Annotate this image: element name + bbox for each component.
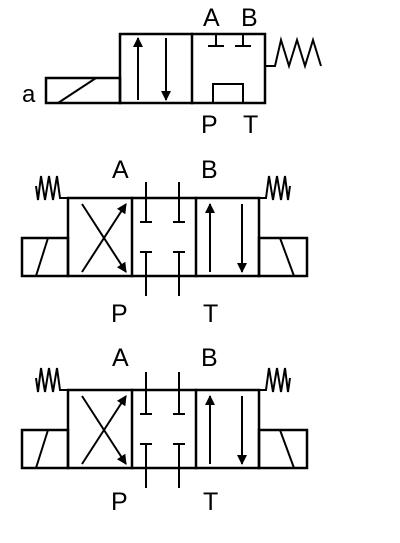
valve-symbol-middle: A B P T	[20, 156, 309, 328]
p-t-connection-top	[212, 83, 244, 103]
port-label-a-top: A	[203, 4, 220, 32]
solenoid-actuator-top: a	[22, 76, 122, 108]
solenoid-left-middle	[20, 236, 70, 278]
port-label-b-top: B	[241, 4, 258, 32]
port-label-a-bottom: A	[112, 344, 129, 372]
port-label-t-bottom: T	[203, 488, 218, 516]
port-label-b-middle: B	[201, 156, 218, 184]
port-label-b-bottom: B	[201, 344, 218, 372]
valve-symbol-bottom: A B P T	[20, 344, 309, 516]
spring-left-middle	[35, 175, 68, 201]
port-label-t-middle: T	[203, 300, 218, 328]
actuator-label-a: a	[22, 81, 36, 108]
spring-top	[265, 36, 322, 70]
port-label-p-bottom: P	[111, 488, 128, 516]
valve-body-middle	[66, 196, 261, 278]
spring-left-bottom	[35, 367, 68, 393]
spring-right-bottom	[259, 367, 291, 393]
port-label-p-middle: P	[111, 300, 128, 328]
port-label-a-middle: A	[112, 156, 129, 184]
port-label-t-top: T	[243, 111, 258, 139]
solenoid-left-bottom	[20, 428, 70, 470]
valve-body-bottom	[66, 388, 261, 470]
port-label-p-top: P	[201, 111, 218, 139]
valve-symbol-top: a A B P T	[22, 4, 322, 139]
spring-right-middle	[259, 175, 291, 201]
